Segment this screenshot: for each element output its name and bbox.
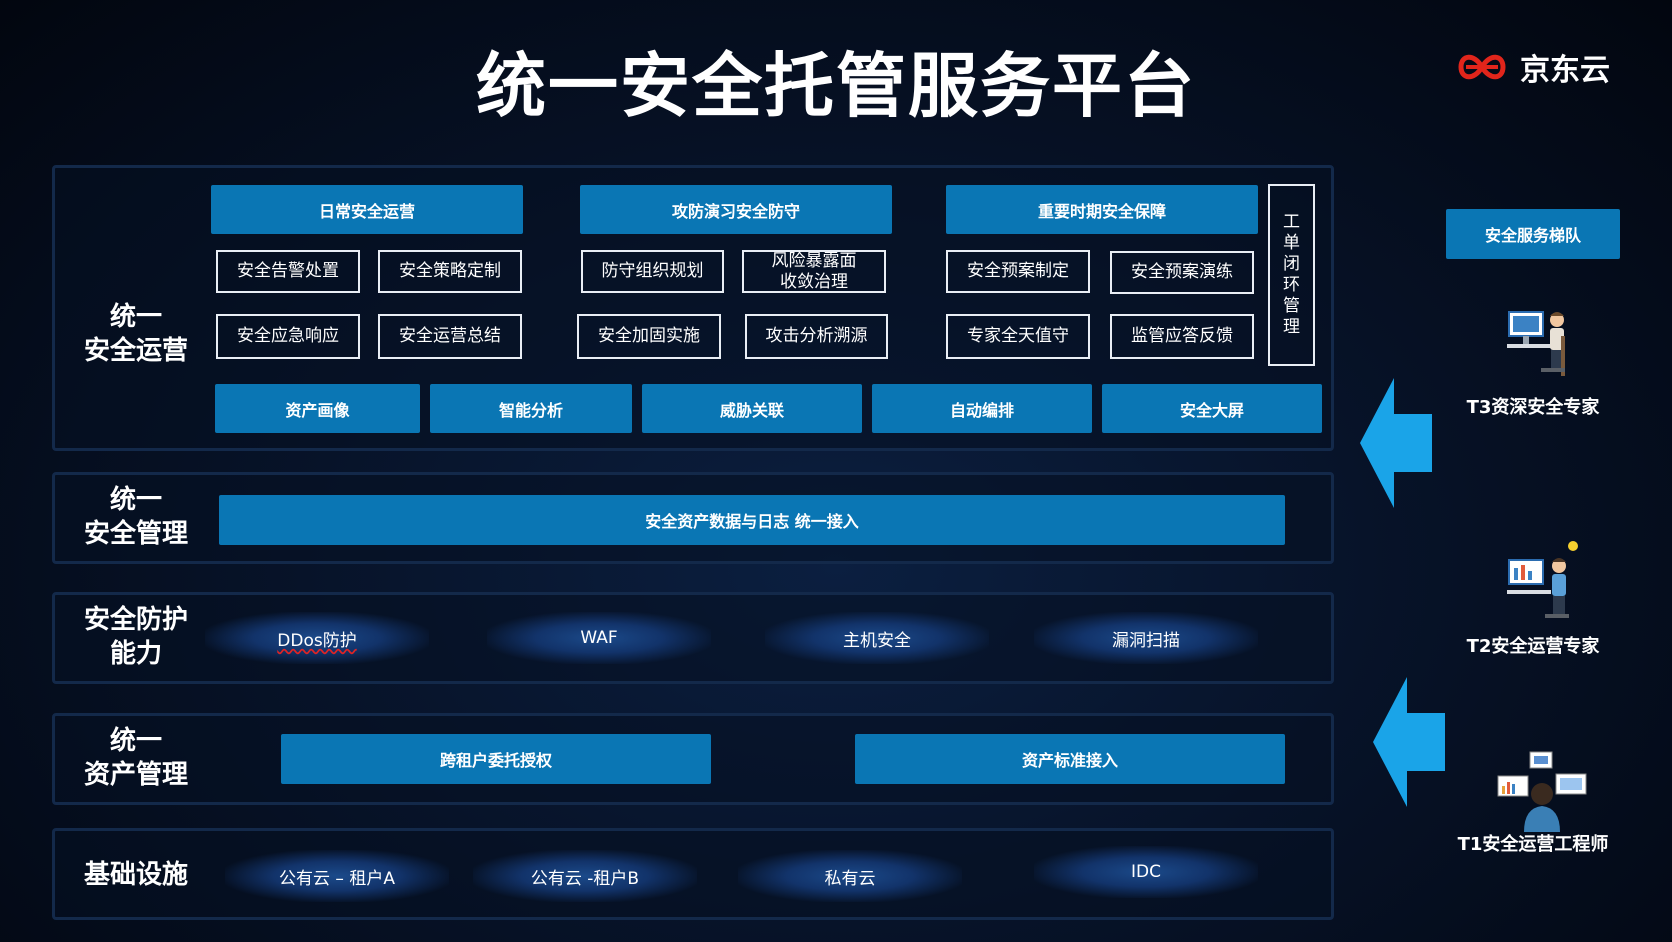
header-attack-defense: 攻防演习安全防守: [580, 185, 892, 234]
cap-auto-orchestration: 自动编排: [872, 384, 1092, 433]
operations-label: 统一 安全运营: [83, 302, 188, 366]
infra-public-cloud-b: 公有云 -租户B: [473, 850, 697, 902]
item-waf: WAF: [487, 612, 711, 664]
role-t2: T2安全运营专家: [1466, 636, 1600, 657]
cap-smart-analysis: 智能分析: [430, 384, 632, 433]
analyst-at-desk-icon: [1507, 541, 1578, 618]
engineer-with-monitors-icon: [1497, 751, 1587, 832]
cap-asset-profile: 资产画像: [215, 384, 420, 433]
logo-text: 京东云: [1520, 53, 1610, 88]
infra-label: 基础设施: [83, 860, 188, 890]
assets-label: 统一 资产管理: [83, 726, 188, 790]
box-expert-duty: 专家全天值守: [946, 314, 1090, 359]
box-emergency-response: 安全应急响应: [216, 314, 360, 359]
box-plan-drill: 安全预案演练: [1110, 251, 1254, 294]
box-policy-custom: 安全策略定制: [378, 250, 522, 293]
arrow-left-icon: [1373, 677, 1445, 807]
team-header: 安全服务梯队: [1446, 209, 1620, 259]
box-regulatory-feedback: 监管应答反馈: [1110, 314, 1254, 359]
box-plan-making: 安全预案制定: [946, 250, 1090, 293]
item-ddos: DDos防护: [205, 612, 429, 664]
box-alert-handling: 安全告警处置: [216, 250, 360, 293]
role-t1: T1安全运营工程师: [1457, 834, 1609, 855]
header-daily-ops: 日常安全运营: [211, 185, 523, 234]
cap-security-screen: 安全大屏: [1102, 384, 1322, 433]
arrow-left-icon: [1360, 378, 1432, 508]
box-ops-summary: 安全运营总结: [378, 314, 522, 359]
jdcloud-logo: 京东云: [1458, 42, 1610, 92]
management-label: 统一 安全管理: [83, 485, 188, 549]
workorder-loop-box: 工 单 闭 环 管 理: [1268, 184, 1315, 366]
infra-public-cloud-a: 公有云 – 租户A: [225, 850, 449, 902]
item-vuln-scan: 漏洞扫描: [1034, 612, 1258, 664]
item-host-security: 主机安全: [765, 612, 989, 664]
box-risk-exposure: 风险暴露面 收敛治理: [742, 250, 886, 293]
infra-idc: IDC: [1034, 846, 1258, 898]
box-hardening: 安全加固实施: [577, 314, 721, 359]
box-defense-planning: 防守组织规划: [581, 250, 724, 293]
unified-data-access-bar: 安全资产数据与日志 统一接入: [219, 495, 1285, 545]
role-t3: T3资深安全专家: [1466, 397, 1600, 418]
cap-threat-correlation: 威胁关联: [642, 384, 862, 433]
expert-at-desk-icon: [1507, 311, 1565, 376]
protection-label: 安全防护 能力: [83, 605, 188, 669]
asset-standard-access-bar: 资产标准接入: [855, 734, 1285, 784]
box-attack-tracing: 攻击分析溯源: [745, 314, 888, 359]
cross-tenant-auth-bar: 跨租户委托授权: [281, 734, 711, 784]
infra-private-cloud: 私有云: [738, 850, 962, 902]
jdcloud-logo-icon: [1458, 54, 1506, 80]
header-critical-period: 重要时期安全保障: [946, 185, 1258, 234]
page-title: 统一安全托管服务平台: [476, 45, 1196, 127]
